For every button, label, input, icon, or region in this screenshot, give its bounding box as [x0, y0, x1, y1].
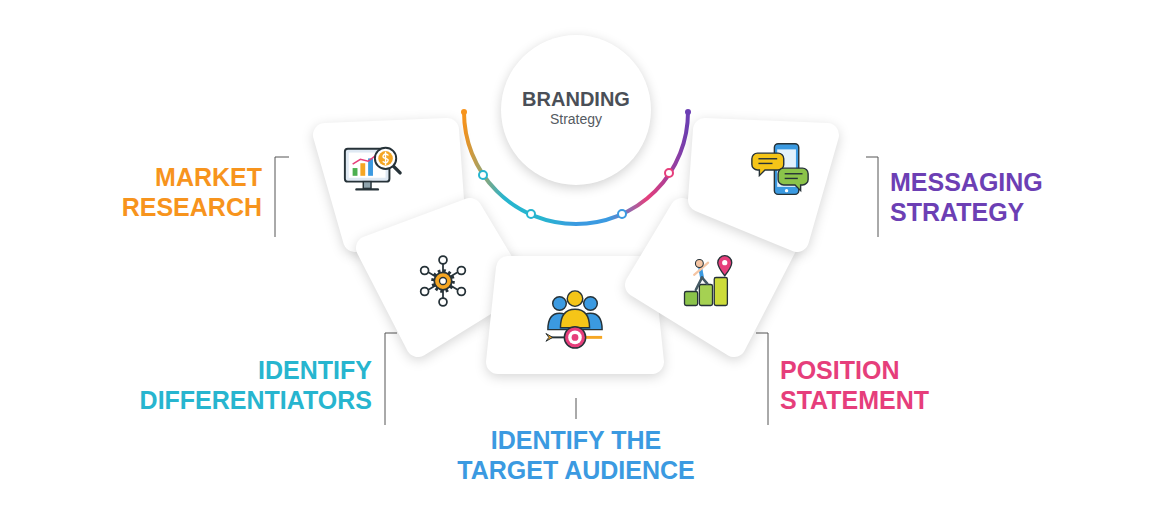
art-polyline — [275, 157, 289, 237]
card-outline — [700, 130, 827, 240]
card-icon — [421, 256, 466, 306]
art-polyline — [385, 333, 397, 425]
card-icon — [752, 144, 808, 195]
card-shape — [682, 112, 845, 258]
art-line — [576, 398, 577, 419]
card-label: IDENTIFY THE TARGET AUDIENCE — [446, 425, 706, 485]
card-icon — [546, 291, 602, 348]
center-circle: BRANDINGStrategy — [501, 35, 651, 185]
art-circle — [685, 109, 691, 115]
card-icon — [345, 148, 400, 190]
circle-heading: BRANDING — [522, 87, 630, 111]
circle-subheading: Strategy — [550, 111, 602, 128]
art-circle — [665, 169, 673, 177]
art-circle — [479, 171, 487, 179]
card-label: MARKET RESEARCH — [92, 162, 262, 222]
art-circle — [461, 109, 467, 115]
card-icon — [685, 256, 732, 306]
card-label: IDENTIFY DIFFERENTIATORS — [112, 355, 372, 415]
art-circle — [618, 210, 626, 218]
art-polyline — [866, 157, 878, 237]
card-label: POSITION STATEMENT — [780, 355, 970, 415]
card-node: MESSAGING STRATEGY — [682, 112, 845, 258]
art-circle — [527, 210, 535, 218]
art-polyline — [756, 333, 768, 425]
card-label: MESSAGING STRATEGY — [890, 167, 1080, 227]
